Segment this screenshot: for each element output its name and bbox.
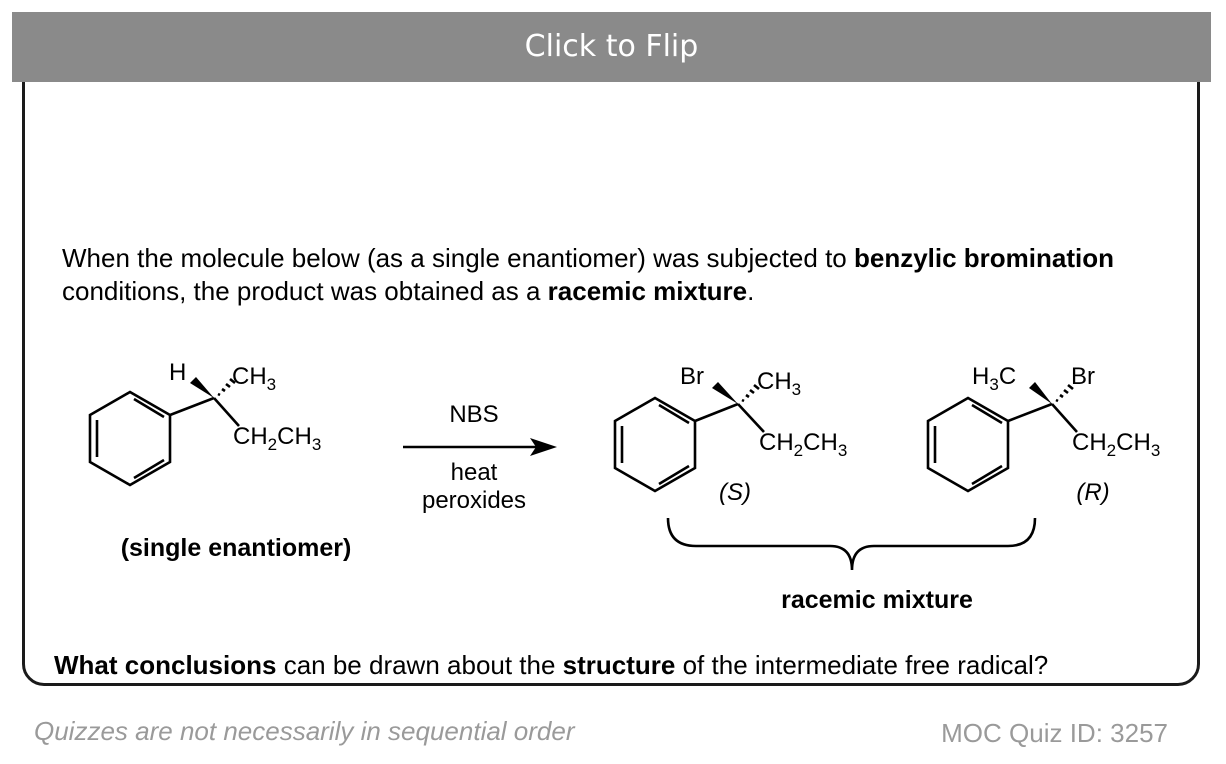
closing-bold-term: What conclusions: [54, 650, 277, 680]
reactant-hash-bond: [217, 377, 236, 397]
closing-part: of the intermediate free radical?: [675, 650, 1049, 680]
product-r-benzene-ring: [926, 396, 1010, 493]
product-r-br-label: Br: [1071, 363, 1095, 390]
product-r-wedge-bond: [1029, 382, 1052, 404]
product-r-stereo-label: (R): [1076, 479, 1109, 506]
product-r-ch2ch3-label: CH2CH3: [1072, 429, 1160, 460]
product-r-hash-bond: [1055, 383, 1074, 403]
question-part: .: [747, 276, 755, 306]
reaction-arrow-head: [530, 438, 557, 456]
condition-heat: heat: [451, 459, 498, 486]
product-s-bonds: [694, 402, 765, 433]
closing-bold-term: structure: [562, 650, 676, 680]
closing-question: What conclusions can be drawn about the …: [54, 650, 1048, 681]
reactant-wedge-bond: [190, 377, 214, 398]
closing-part: can be drawn about the: [276, 650, 563, 680]
quiz-card[interactable]: [22, 19, 1200, 686]
product-s-benzene-ring: [613, 396, 697, 493]
product-s-wedge-bond: [712, 382, 738, 404]
reactant-h-label: H: [169, 359, 186, 386]
reactant-benzene-ring: [88, 390, 172, 487]
reactant-ch3-label: CH3: [232, 363, 276, 394]
racemic-brace: [666, 517, 1037, 571]
question-bold-term: benzylic bromination: [853, 243, 1115, 273]
question-text: When the molecule below (as a single ena…: [62, 242, 1182, 308]
product-s-ch3-label: CH3: [757, 368, 801, 399]
quiz-id: MOC Quiz ID: 3257: [941, 718, 1168, 748]
product-r-bonds: [1007, 402, 1078, 433]
reactant-bonds: [169, 396, 240, 427]
question-part: conditions, the product was obtained as …: [62, 276, 548, 306]
product-s-hash-bond: [741, 383, 760, 403]
reactant-caption: (single enantiomer): [121, 534, 352, 562]
question-part: When the molecule below (as a single ena…: [62, 243, 854, 273]
question-bold-term: racemic mixture: [547, 276, 748, 306]
product-s-ch2ch3-label: CH2CH3: [759, 429, 847, 460]
quiz-order-note: Quizzes are not necessarily in sequentia…: [34, 716, 575, 746]
product-s-br-label: Br: [680, 363, 704, 390]
condition-peroxides: peroxides: [422, 487, 526, 514]
reactant-ch2ch3-label: CH2CH3: [233, 423, 321, 454]
racemic-mixture-label: racemic mixture: [781, 586, 973, 614]
click-to-flip-button[interactable]: Click to Flip: [12, 12, 1211, 82]
reagent-nbs: NBS: [449, 401, 498, 428]
product-r-h3c-label: H3C: [972, 363, 1016, 394]
product-s-stereo-label: (S): [719, 479, 751, 506]
